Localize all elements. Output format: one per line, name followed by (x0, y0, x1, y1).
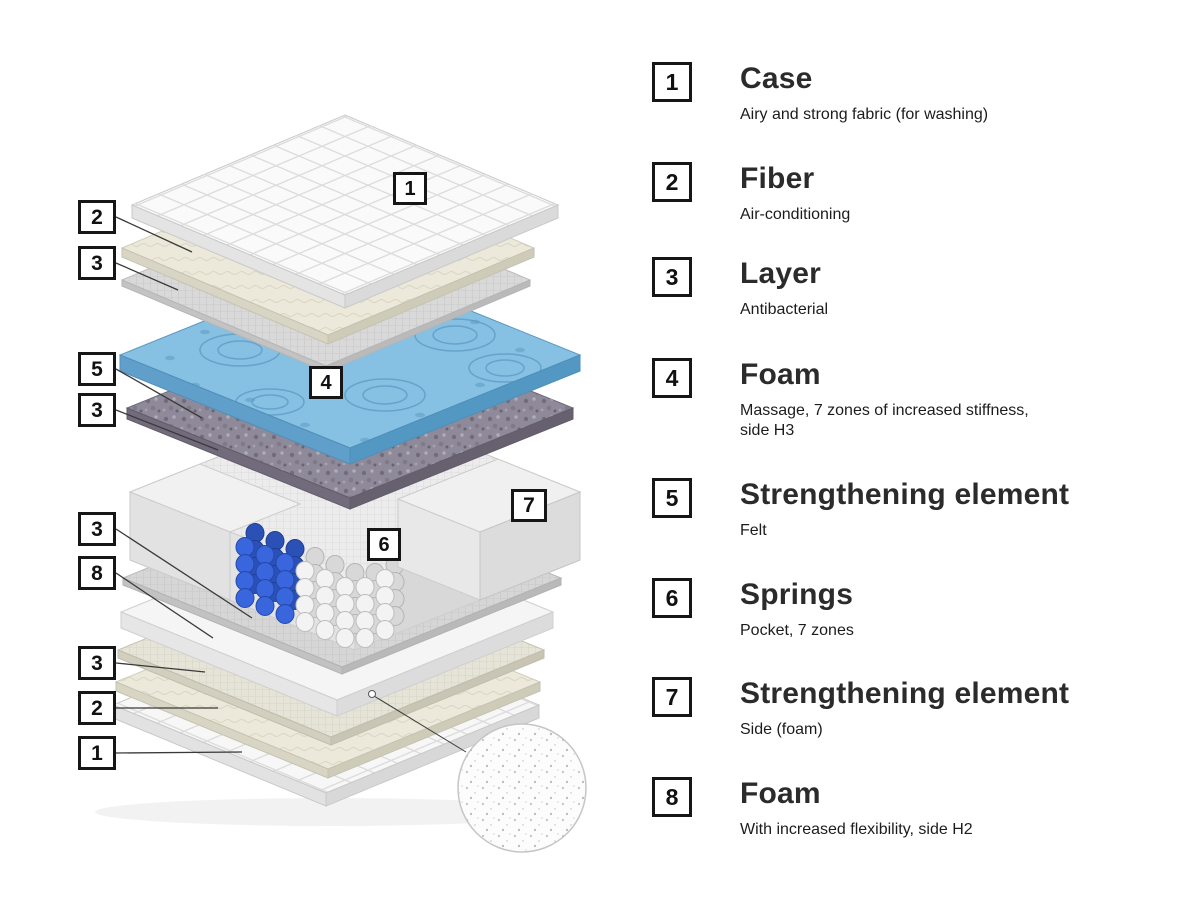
label-strengthening-side: 7 (511, 489, 547, 522)
layer-top-case (130, 114, 560, 309)
callout-fiber-top: 2 (78, 200, 116, 234)
legend-number-box: 2 (652, 162, 692, 202)
legend-number: 6 (665, 584, 679, 611)
legend-description: Felt (740, 522, 767, 539)
callout-number: 2 (91, 205, 103, 229)
legend-number-box: 5 (652, 478, 692, 518)
callout-layer-mid: 3 (78, 393, 116, 427)
legend-number: 7 (665, 683, 679, 710)
callout-foam-h2: 8 (78, 556, 116, 590)
legend-item-fiber: 2 Fiber Air-conditioning (652, 162, 1200, 225)
legend-title: Layer (740, 257, 822, 290)
foam-texture-magnifier (457, 723, 587, 853)
legend-number-box: 3 (652, 257, 692, 297)
callout-layer-top: 3 (78, 246, 116, 280)
legend-number-box: 4 (652, 358, 692, 398)
ground-shadow (95, 798, 565, 826)
legend-item-strengthening-felt: 5 Strengthening element Felt (652, 478, 1200, 541)
callout-number: 6 (378, 533, 390, 556)
strengthening-foam-rail-right (396, 458, 582, 601)
legend-item-foam-massage: 4 Foam Massage, 7 zones of increased sti… (652, 358, 1200, 441)
magnifier-anchor-dot (368, 690, 376, 698)
callout-layer-under-springs: 3 (78, 512, 116, 546)
callout-number: 1 (91, 741, 103, 765)
callout-number: 4 (320, 371, 332, 394)
legend-item-foam-h2: 8 Foam With increased flexibility, side … (652, 777, 1200, 840)
label-case-top: 1 (393, 172, 427, 205)
callout-layer-bottom: 3 (78, 646, 116, 680)
callout-number: 2 (91, 696, 103, 720)
legend-title: Foam (740, 358, 821, 391)
legend-description: Airy and strong fabric (for washing) (740, 106, 989, 123)
legend-description: Pocket, 7 zones (740, 622, 854, 639)
callout-number: 8 (91, 561, 103, 585)
legend-number: 3 (665, 263, 679, 290)
legend-title: Foam (740, 777, 821, 810)
legend-title: Strengthening element (740, 478, 1070, 511)
legend-description: Massage, 7 zones of increased stiffness,… (740, 402, 1029, 439)
legend-number: 8 (665, 783, 679, 810)
legend-title: Fiber (740, 162, 815, 195)
legend-item-case: 1 Case Airy and strong fabric (for washi… (652, 62, 1200, 125)
strengthening-foam-rail-left (128, 463, 302, 601)
legend-number: 2 (665, 168, 679, 195)
mattress-diagram: 2 3 5 3 3 8 3 2 1 1 4 7 6 (78, 114, 587, 853)
callout-fiber-bottom: 2 (78, 691, 116, 725)
callout-case-bottom: 1 (78, 736, 116, 770)
callout-number: 3 (91, 651, 103, 675)
legend-item-strengthening-side: 7 Strengthening element Side (foam) (652, 677, 1200, 740)
legend-number-box: 7 (652, 677, 692, 717)
legend-description: With increased flexibility, side H2 (740, 821, 973, 838)
callout-number: 1 (404, 177, 416, 200)
legend-description: Air-conditioning (740, 206, 851, 223)
legend-number: 4 (665, 364, 679, 391)
callout-number: 7 (523, 494, 535, 517)
legend-number: 5 (665, 484, 679, 511)
callout-number: 3 (91, 517, 103, 541)
legend-description: Side (foam) (740, 721, 823, 738)
callout-number: 3 (91, 251, 103, 275)
legend: 1 Case Airy and strong fabric (for washi… (640, 0, 1200, 900)
legend-title: Case (740, 62, 813, 95)
legend-description: Antibacterial (740, 301, 829, 318)
legend-number-box: 8 (652, 777, 692, 817)
legend-item-springs: 6 Springs Pocket, 7 zones (652, 578, 1200, 641)
legend-title: Strengthening element (740, 677, 1070, 710)
legend-number: 1 (665, 68, 679, 95)
leader-lines (115, 216, 467, 754)
callout-number: 3 (91, 398, 103, 422)
legend-number-box: 6 (652, 578, 692, 618)
label-springs: 6 (367, 528, 401, 561)
legend-number-box: 1 (652, 62, 692, 102)
label-foam-massage: 4 (309, 366, 343, 399)
callout-number: 5 (91, 357, 103, 381)
legend-item-layer: 3 Layer Antibacterial (652, 257, 1200, 320)
mattress-exploded-view (95, 114, 587, 853)
legend-title: Springs (740, 578, 854, 611)
callout-felt: 5 (78, 352, 116, 386)
